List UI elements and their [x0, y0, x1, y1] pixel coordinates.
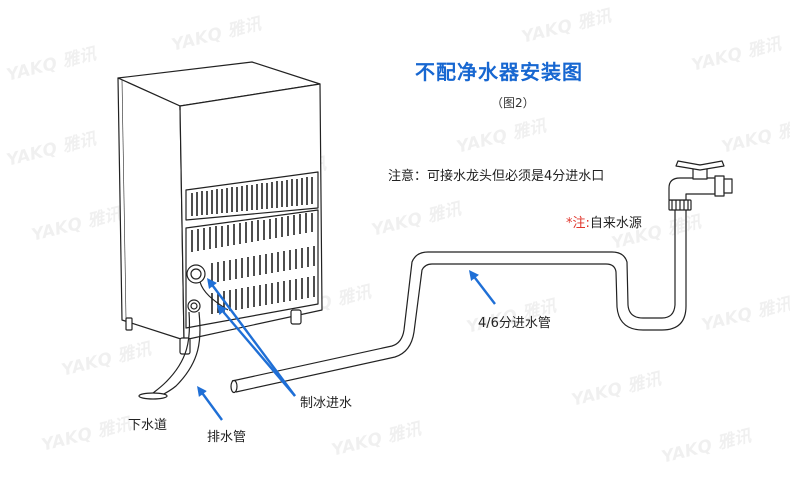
sewer-opening [138, 392, 168, 400]
arrow-drain-pipe [197, 385, 223, 421]
faucet-inlet [714, 175, 725, 197]
ice-inlet-label: 制冰进水 [300, 396, 353, 411]
faucet-handle [675, 160, 725, 171]
note-prefix: *注: [566, 216, 590, 231]
arrow-ice-inlet-1 [207, 277, 296, 397]
machine-side [117, 77, 185, 341]
note-label: 注意：可接水龙头但必须是4分进水口 [388, 169, 605, 184]
pipe-label: 4/6分进水管 [478, 316, 551, 331]
water-source-text: 自来水源 [589, 216, 642, 231]
pointer-arrows [197, 270, 496, 421]
drain-pipe-label: 排水管 [207, 430, 247, 445]
drain-pipe [138, 311, 201, 400]
faucet-spout [668, 177, 716, 201]
ice-machine [117, 61, 323, 355]
supply-pipe [199, 210, 687, 394]
pipe-end [230, 379, 238, 394]
arrow-ice-inlet-2 [216, 304, 296, 397]
lower-vent-panel [185, 209, 319, 329]
lower-vent-slats [191, 213, 315, 314]
diagram-subtitle: （图2） [491, 96, 535, 110]
water-source-label: *注:自来水源 [566, 212, 642, 231]
diagram-title: 不配净水器安装图 [415, 60, 583, 84]
arrow-pipe [468, 270, 496, 305]
faucet [668, 160, 733, 211]
machine-foot [290, 309, 302, 325]
sewer-label: 下水道 [128, 418, 168, 433]
machine-foot [125, 317, 133, 331]
upper-vent-slats [191, 177, 313, 216]
